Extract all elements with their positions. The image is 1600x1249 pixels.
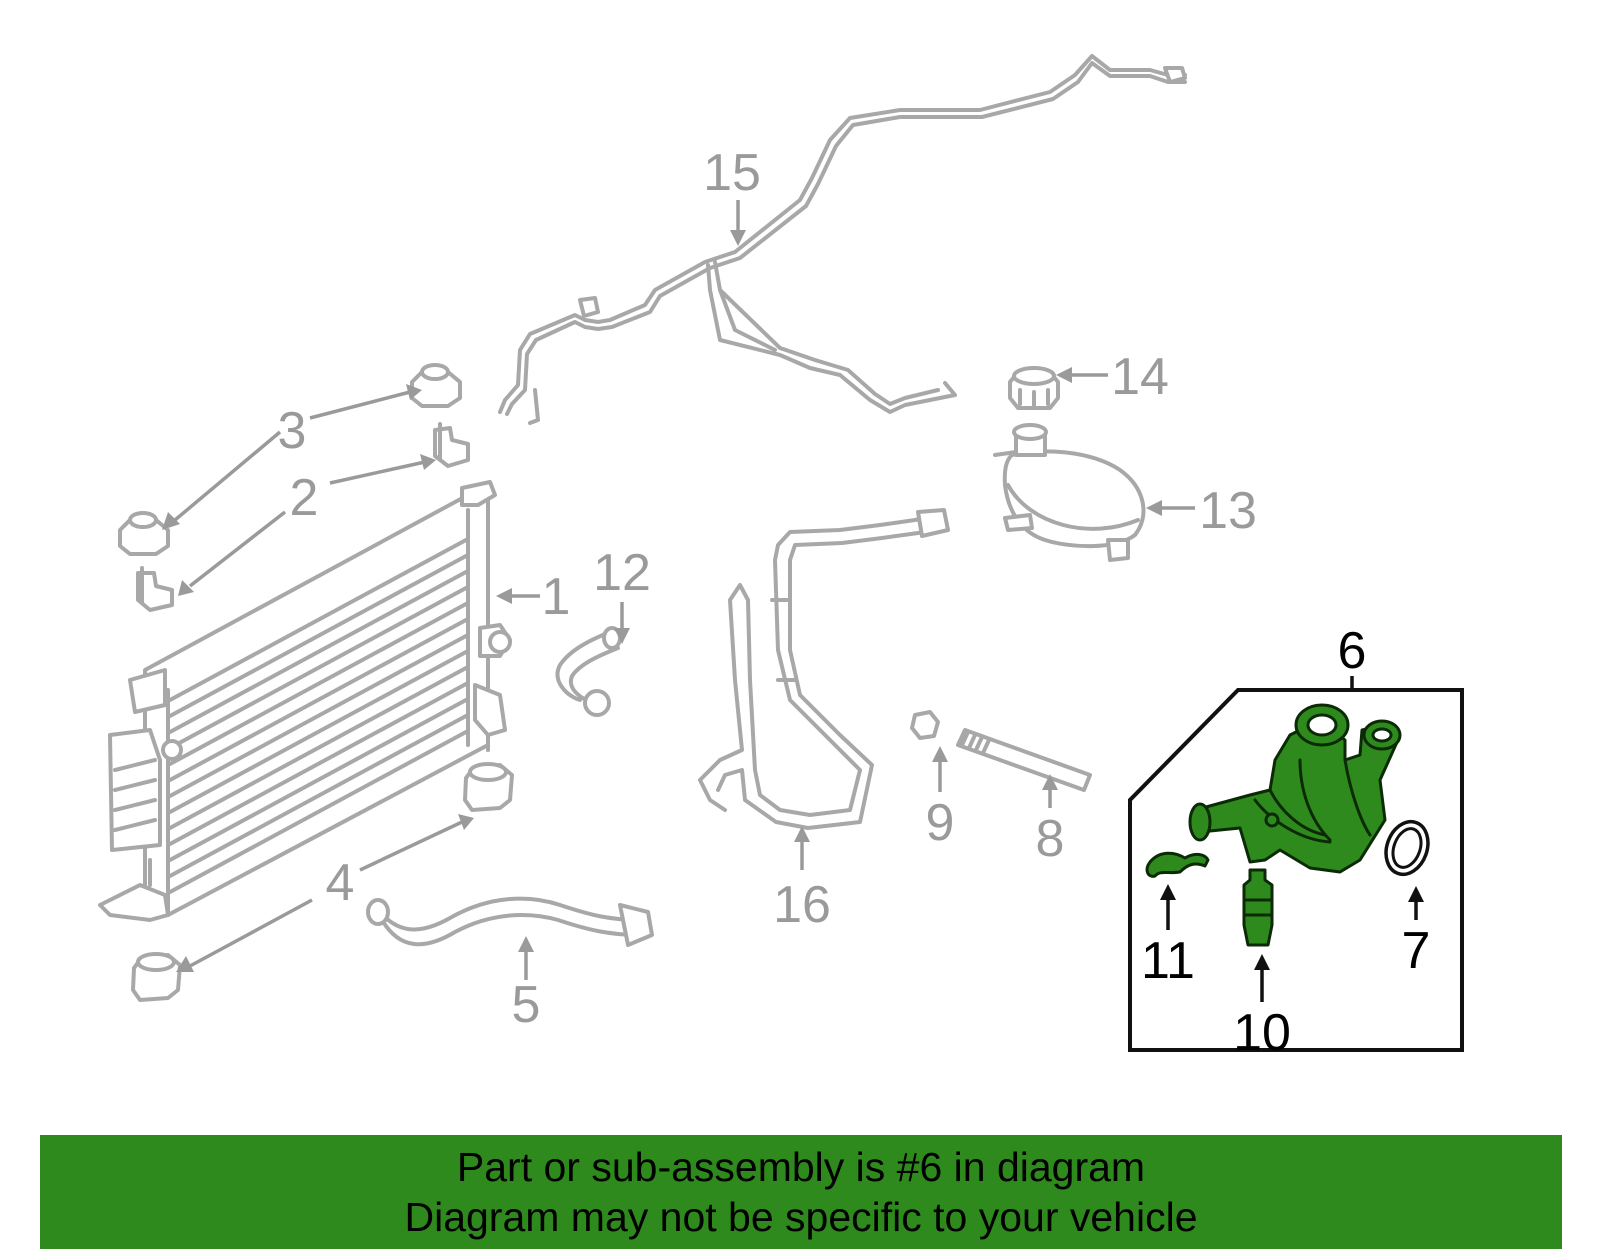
part-16-heater-pipe[interactable] xyxy=(698,508,950,830)
callout-4[interactable]: 4 xyxy=(326,854,355,912)
part-2-bracket[interactable] xyxy=(136,422,470,612)
callout-11[interactable]: 11 xyxy=(1141,932,1195,990)
part-4-lower-mount[interactable] xyxy=(131,762,514,1002)
banner-line-part: Part or sub-assembly is #6 in diagram xyxy=(456,1144,1146,1190)
banner-line-disclaimer: Diagram may not be specific to your vehi… xyxy=(404,1194,1198,1240)
part-10-sensor[interactable] xyxy=(1242,868,1274,947)
info-banner: Part or sub-assembly is #6 in diagram Di… xyxy=(40,1135,1562,1249)
part-12-small-hose[interactable] xyxy=(555,626,622,717)
part-1-radiator[interactable] xyxy=(98,480,512,922)
callout-2[interactable]: 2 xyxy=(290,469,319,527)
part-11-gasket[interactable] xyxy=(1145,851,1210,878)
callout-14[interactable]: 14 xyxy=(1111,348,1169,406)
part-15-coolant-line[interactable] xyxy=(498,54,1187,425)
leader-lines-black xyxy=(1160,676,1424,1002)
part-13-coolant-reservoir[interactable] xyxy=(993,423,1146,562)
callout-16[interactable]: 16 xyxy=(773,876,831,934)
leader-lines-grey xyxy=(162,200,1195,980)
part-9-nut[interactable] xyxy=(910,710,940,740)
callout-10[interactable]: 10 xyxy=(1233,1004,1291,1062)
callout-5[interactable]: 5 xyxy=(512,976,541,1034)
callout-3[interactable]: 3 xyxy=(278,402,307,460)
part-14-reservoir-cap[interactable] xyxy=(1008,366,1060,410)
callout-12[interactable]: 12 xyxy=(593,544,651,602)
callout-6[interactable]: 6 xyxy=(1338,622,1367,680)
callout-8[interactable]: 8 xyxy=(1036,810,1065,868)
callout-13[interactable]: 13 xyxy=(1199,482,1257,540)
callout-9[interactable]: 9 xyxy=(926,794,955,852)
callout-1[interactable]: 1 xyxy=(542,568,571,626)
part-8-stud[interactable] xyxy=(956,728,1092,792)
part-6-thermostat-housing[interactable] xyxy=(1188,703,1402,874)
callout-labels: 1 2 3 4 5 6 7 8 9 10 11 12 13 14 15 16 xyxy=(278,144,1431,1062)
callout-15[interactable]: 15 xyxy=(703,144,761,202)
part-7-o-ring[interactable] xyxy=(1379,816,1435,880)
part-5-lower-hose[interactable] xyxy=(366,896,654,947)
callout-7[interactable]: 7 xyxy=(1402,922,1431,980)
